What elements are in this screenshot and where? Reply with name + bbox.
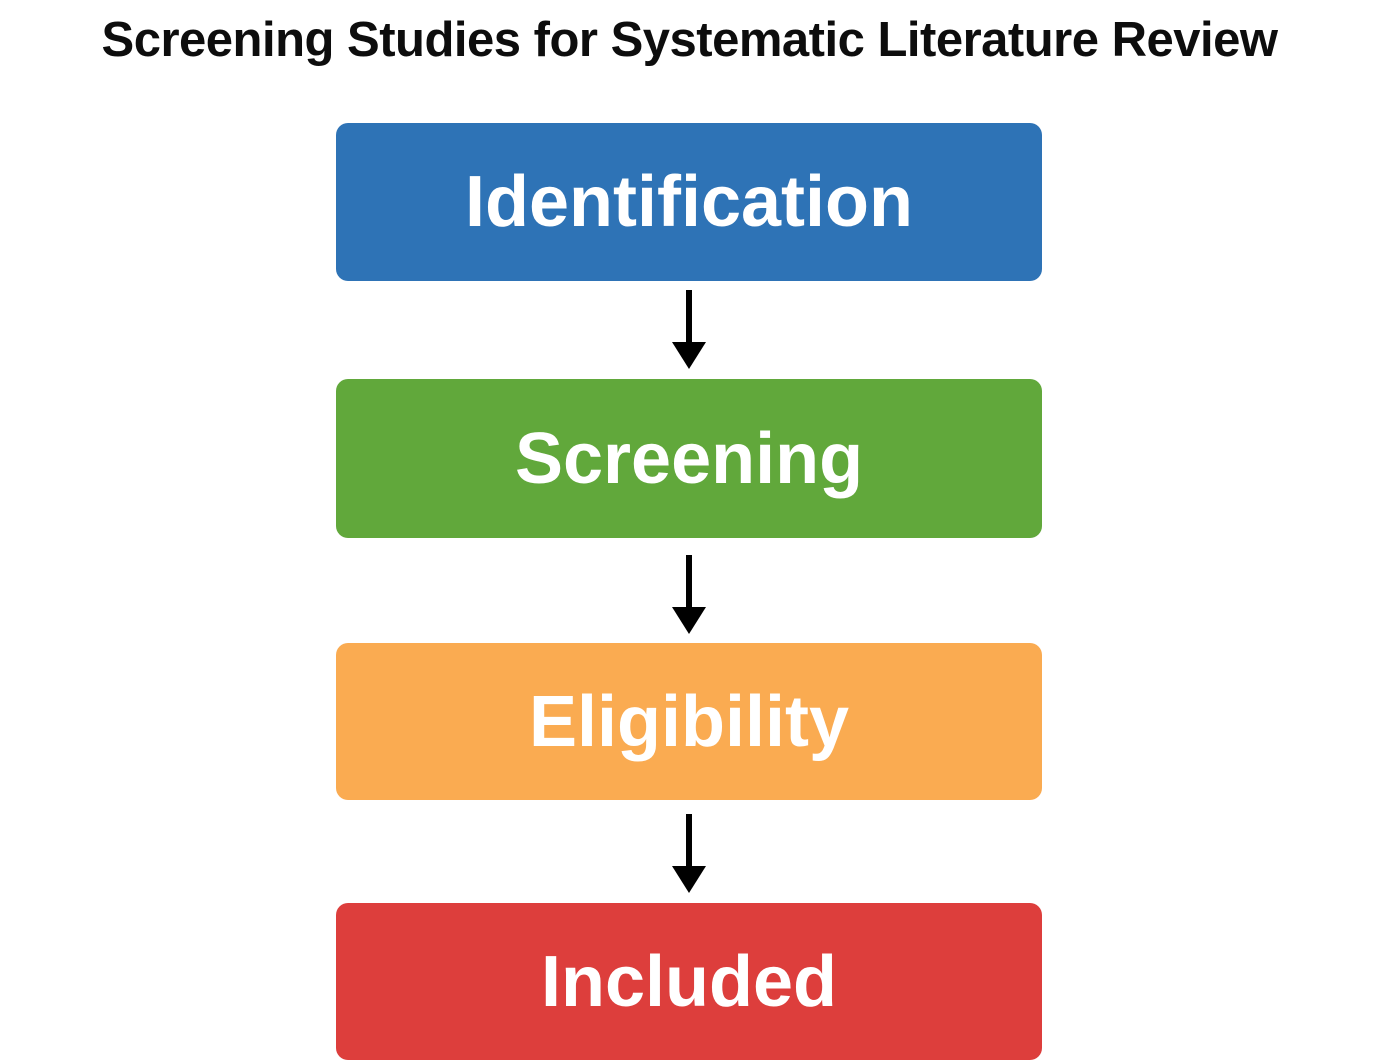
diagram-title: Screening Studies for Systematic Literat… [101,13,1278,67]
down-arrow-head [672,607,706,634]
flow-step-identification-label: Identification [465,162,913,242]
down-arrow-icon [672,290,706,369]
flow-step-eligibility: Eligibility [336,643,1042,800]
flow-step-screening-label: Screening [514,418,864,499]
down-arrow-icon [672,555,706,634]
down-arrow-head [672,866,706,893]
flow-step-eligibility-label: Eligibility [528,681,850,762]
flow-step-identification: Identification [336,123,1042,281]
down-arrow-stem [686,290,692,342]
down-arrow-icon [672,814,706,893]
down-arrow-head [672,342,706,369]
down-arrow-stem [686,814,692,866]
flow-step-included: Included [336,903,1042,1060]
flow-step-screening: Screening [336,379,1042,538]
flow-step-included-label: Included [540,941,837,1022]
down-arrow-stem [686,555,692,607]
